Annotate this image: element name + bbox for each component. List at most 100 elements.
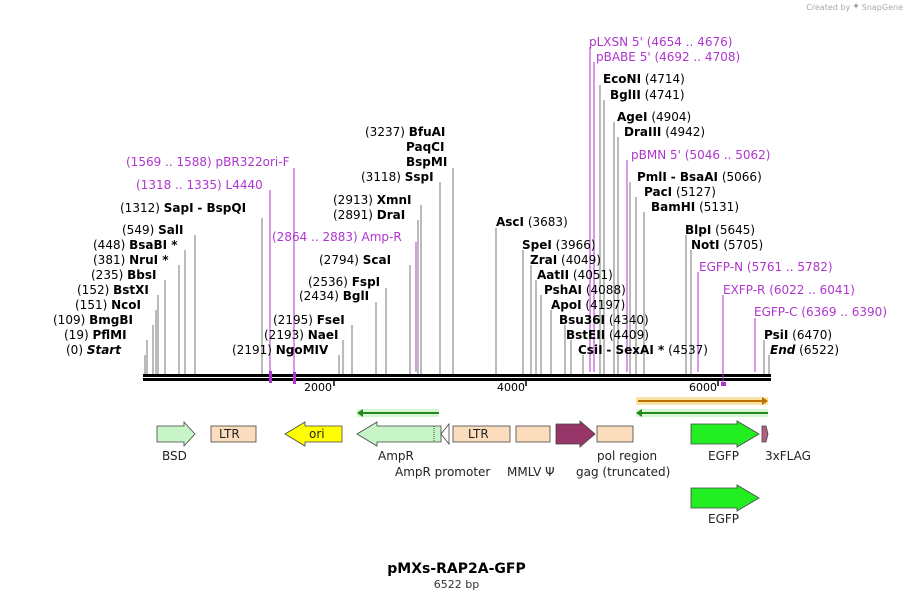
- enzyme-labels: (0) Start (19) PflMI (109) BmgBI (151) N…: [53, 72, 839, 357]
- enzyme-label: (2195) FseI: [273, 313, 345, 327]
- enzyme-leader-lines: [144, 85, 770, 374]
- enzyme-label: ZraI (4049): [530, 253, 601, 267]
- orange-bar-arrow-icon: [762, 397, 768, 405]
- feature-label: BSD: [162, 449, 187, 463]
- enzyme-label: (235) BbsI: [91, 268, 156, 282]
- enzyme-label: PsiI (6470): [764, 328, 832, 342]
- enzyme-label: AatII (4051): [537, 268, 613, 282]
- feature-egfp-arrow[interactable]: [690, 420, 760, 448]
- backbone-bottom-strand: [143, 378, 771, 381]
- enzyme-label: (3118) SspI: [361, 170, 434, 184]
- enzyme-label: (2536) FspI: [308, 275, 380, 289]
- feature-label: MMLV Ψ: [507, 465, 555, 479]
- feature-label: LTR: [219, 427, 240, 441]
- strand-bars: [357, 397, 768, 417]
- features: BSD LTR ori AmpR AmpR promoter LTR MMLV …: [156, 420, 811, 526]
- enzyme-label: (2891) DraI: [333, 208, 405, 222]
- enzyme-label: BamHI (5131): [651, 200, 739, 214]
- plasmid-length: 6522 bp: [433, 578, 480, 591]
- primer-label: pLXSN 5' (4654 .. 4676): [589, 35, 732, 49]
- primer-arrow: [293, 372, 296, 384]
- feature-ampr-promoter-arrow[interactable]: [440, 422, 450, 446]
- feature-ori-arrow[interactable]: [284, 421, 343, 447]
- feature-label: EGFP: [708, 512, 739, 526]
- enzyme-label: (3237) BfuAI: [365, 125, 445, 139]
- primer-leader-lines: [269, 47, 756, 383]
- primer-label: (2864 .. 2883) Amp-R: [272, 230, 402, 244]
- enzyme-label: BstEII (4409): [566, 328, 649, 342]
- enzyme-label: (152) BstXI: [77, 283, 149, 297]
- primer-label: pBABE 5' (4692 .. 4708): [596, 50, 740, 64]
- feature-gag-arrow[interactable]: [555, 420, 596, 448]
- enzyme-label: (109) BmgBI: [53, 313, 133, 327]
- feature-label: EGFP: [708, 449, 739, 463]
- enzyme-label: (151) NcoI: [75, 298, 141, 312]
- enzyme-label: ApoI (4197): [551, 298, 625, 312]
- enzyme-label: (2193) NaeI: [264, 328, 338, 342]
- enzyme-label: (2794) ScaI: [319, 253, 391, 267]
- primer-arrow: [269, 371, 272, 383]
- enzyme-label: (2434) BglI: [299, 289, 369, 303]
- enzyme-label: Bsu36I (4340): [559, 313, 649, 327]
- ruler-tick-label: 2000: [304, 381, 332, 394]
- primer-label: pBMN 5' (5046 .. 5062): [631, 148, 770, 162]
- feature-pol-region-box[interactable]: [596, 425, 634, 443]
- feature-bsd-arrow[interactable]: [156, 420, 196, 448]
- primer-label: EGFP-C (6369 .. 6390): [754, 305, 887, 319]
- green-bar-arrow-icon: [636, 409, 642, 417]
- enzyme-label: (0) Start: [66, 343, 122, 357]
- primer-arrows: [269, 371, 726, 386]
- feature-label: pol region: [597, 449, 657, 463]
- enzyme-label: End (6522): [770, 343, 839, 357]
- enzyme-label: PacI (5127): [644, 185, 716, 199]
- feature-label: AmpR: [378, 449, 414, 463]
- feature-mmlv-psi-box[interactable]: [515, 425, 551, 443]
- ruler-tick-label: 6000: [689, 381, 717, 394]
- primer-label: EXFP-R (6022 .. 6041): [723, 283, 855, 297]
- enzyme-label: DraIII (4942): [624, 125, 705, 139]
- enzyme-label: (549) SalI: [122, 223, 183, 237]
- enzyme-label: CsiI - SexAI * (4537): [578, 343, 708, 357]
- enzyme-label: AscI (3683): [496, 215, 568, 229]
- feature-ltr-box[interactable]: [452, 425, 511, 443]
- feature-label: 3xFLAG: [765, 449, 811, 463]
- watermark-brand: SnapGene: [861, 2, 903, 12]
- enzyme-label: SpeI (3966): [522, 238, 596, 252]
- enzyme-label: BglII (4741): [610, 88, 685, 102]
- snapgene-logo-icon: ✦: [852, 2, 860, 12]
- feature-egfp-arrow[interactable]: [690, 484, 760, 512]
- enzyme-label: EcoNI (4714): [603, 72, 685, 86]
- plasmid-name: pMXs-RAP2A-GFP: [387, 561, 526, 577]
- plasmid-map: 2000 4000 6000: [53, 35, 887, 526]
- enzyme-label: PshAI (4088): [544, 283, 626, 297]
- enzyme-label: (381) NruI *: [93, 253, 169, 267]
- enzyme-label: (2191) NgoMIV: [232, 343, 329, 357]
- feature-label: gag (truncated): [576, 465, 670, 479]
- primer-labels: (1569 .. 1588) pBR322ori-F (1318 .. 1335…: [126, 35, 887, 319]
- enzyme-label: BspMI: [406, 155, 447, 169]
- feature-label: AmpR promoter: [395, 465, 490, 479]
- enzyme-label: (19) PflMI: [64, 328, 127, 342]
- feature-ltr-box[interactable]: [210, 425, 257, 443]
- feature-3xflag-arrow[interactable]: [761, 425, 769, 443]
- enzyme-label: (448) BsaBI *: [93, 238, 178, 252]
- enzyme-label: (1312) SapI - BspQI: [120, 201, 246, 215]
- enzyme-label: PaqCI: [406, 140, 444, 154]
- backbone-top-strand: [143, 374, 771, 377]
- ruler-tick-label: 4000: [497, 381, 525, 394]
- enzyme-label: (2913) XmnI: [333, 193, 412, 207]
- backbone: 2000 4000 6000: [143, 374, 771, 394]
- snapgene-watermark: Created by ✦ SnapGene: [806, 2, 903, 12]
- primer-label: EGFP-N (5761 .. 5782): [699, 260, 833, 274]
- primer-arrow: [721, 382, 726, 386]
- primer-label: (1569 .. 1588) pBR322ori-F: [126, 155, 290, 169]
- feature-label: ori: [309, 427, 325, 441]
- primer-label: (1318 .. 1335) L4440: [136, 178, 263, 192]
- ampr-bar-arrow-icon: [357, 409, 363, 417]
- enzyme-label: AgeI (4904): [617, 110, 691, 124]
- enzyme-label: PmlI - BsaAI (5066): [637, 170, 762, 184]
- feature-label: LTR: [468, 427, 489, 441]
- feature-ampr-arrow[interactable]: [356, 421, 442, 447]
- enzyme-label: NotI (5705): [691, 238, 763, 252]
- enzyme-label: BlpI (5645): [685, 223, 755, 237]
